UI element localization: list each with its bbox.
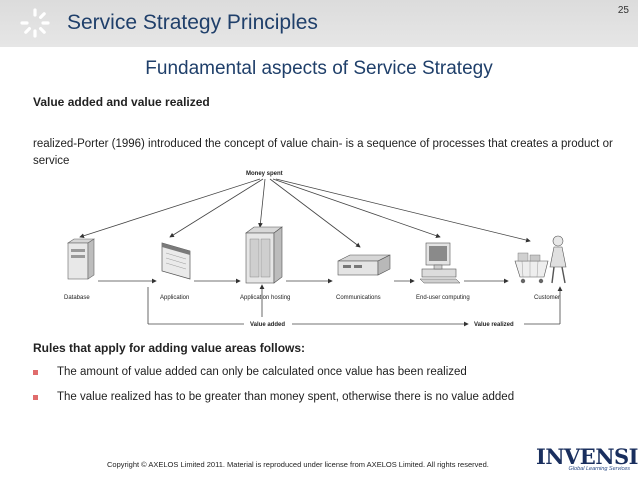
slide-number: 25 xyxy=(617,5,629,16)
spinner-logo-icon xyxy=(20,8,50,38)
customer-icon xyxy=(514,235,567,284)
bullet-square-icon xyxy=(33,395,38,400)
end-user-computer-icon xyxy=(419,242,461,284)
database-icon xyxy=(67,238,95,280)
money-spent-arrows xyxy=(79,178,531,248)
node-label-database: Database xyxy=(64,295,90,301)
value-realized-label: Value realized xyxy=(474,322,514,328)
value-chain-diagram: Money spent xyxy=(64,171,567,328)
slide-title: Service Strategy Principles xyxy=(67,11,318,34)
node-label-customer: Customer xyxy=(534,295,560,301)
node-label-end-user-computing: End-user computing xyxy=(416,295,470,301)
rules-heading: Rules that apply for adding value areas … xyxy=(33,341,306,355)
application-icon xyxy=(161,242,191,280)
value-added-label: Value added xyxy=(250,322,285,328)
copyright-footer: Copyright © AXELOS Limited 2011. Materia… xyxy=(107,460,489,469)
bullet-square-icon xyxy=(33,370,38,375)
header-band xyxy=(0,0,638,47)
application-hosting-icon xyxy=(245,226,283,284)
communications-icon xyxy=(337,254,391,276)
body-paragraph: realized-Porter (1996) introduced the co… xyxy=(33,138,613,167)
bullet-text: The value realized has to be greater tha… xyxy=(57,391,515,403)
slide-subtitle: Fundamental aspects of Service Strategy xyxy=(145,58,493,79)
invensis-logo: INVENSIS Global Learning Services xyxy=(536,444,638,474)
node-label-application: Application xyxy=(160,295,189,301)
value-bracket-lines xyxy=(147,284,563,327)
brand-tagline: Global Learning Services xyxy=(568,466,630,472)
node-label-communications: Communications xyxy=(336,295,381,301)
bullet-text: The amount of value added can only be ca… xyxy=(57,366,467,378)
brand-name: INVENSIS xyxy=(536,444,638,469)
section-heading: Value added and value realized xyxy=(33,95,210,109)
money-spent-label: Money spent xyxy=(246,171,283,177)
node-label-application-hosting: Application hosting xyxy=(240,295,290,301)
